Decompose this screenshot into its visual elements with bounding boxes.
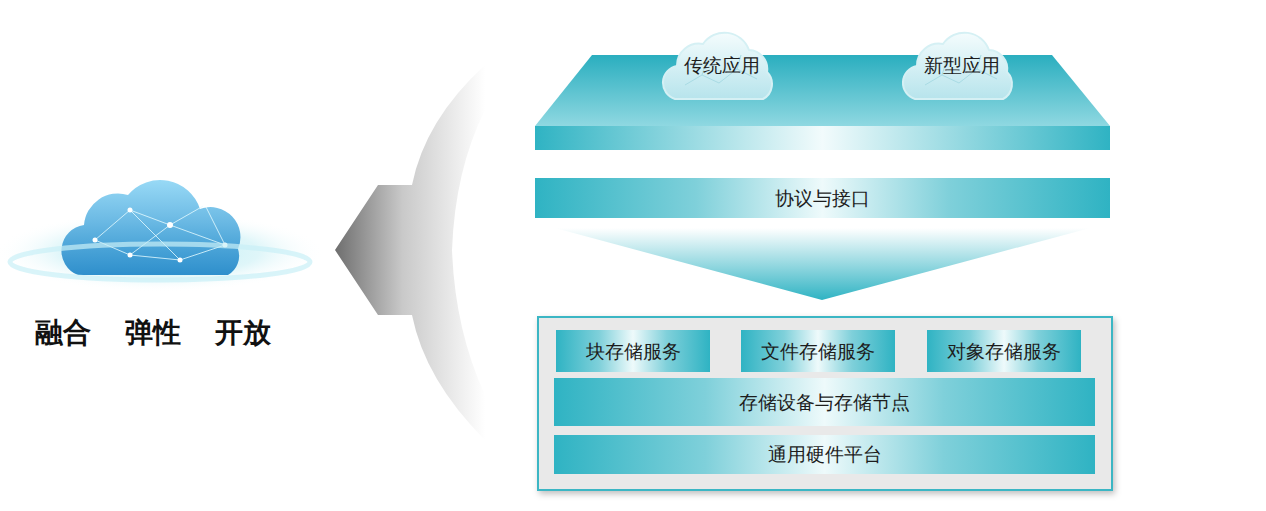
node-text: 协议与接口 — [775, 188, 870, 209]
node-text: 文件存储服务 — [761, 341, 875, 362]
application-cloud: 新型应用 — [897, 25, 1027, 105]
interface-band: 协议与接口 — [535, 178, 1110, 218]
service-box: 对象存储服务 — [927, 330, 1081, 372]
feature-label: 开放 — [215, 314, 271, 352]
node-text: 新型应用 — [924, 55, 1000, 76]
storage-container — [538, 317, 1112, 490]
application-plate — [535, 55, 1110, 150]
node-text: 对象存储服务 — [947, 341, 1061, 362]
node-text: 传统应用 — [684, 55, 760, 76]
service-box: 文件存储服务 — [741, 330, 895, 372]
device-band: 存储设备与存储节点 — [554, 378, 1095, 426]
flow-arrow — [335, 65, 485, 440]
hardware-band: 通用硬件平台 — [554, 435, 1095, 474]
node-text: 块存储服务 — [586, 341, 681, 362]
service-box: 块存储服务 — [556, 330, 710, 372]
node-text: 通用硬件平台 — [768, 444, 882, 465]
cloud-icon — [0, 180, 325, 292]
feature-label: 融合 — [35, 314, 91, 352]
application-cloud: 传统应用 — [657, 25, 787, 105]
node-text: 存储设备与存储节点 — [739, 392, 910, 413]
funnel-triangle — [555, 228, 1090, 300]
feature-label: 弹性 — [125, 314, 181, 352]
